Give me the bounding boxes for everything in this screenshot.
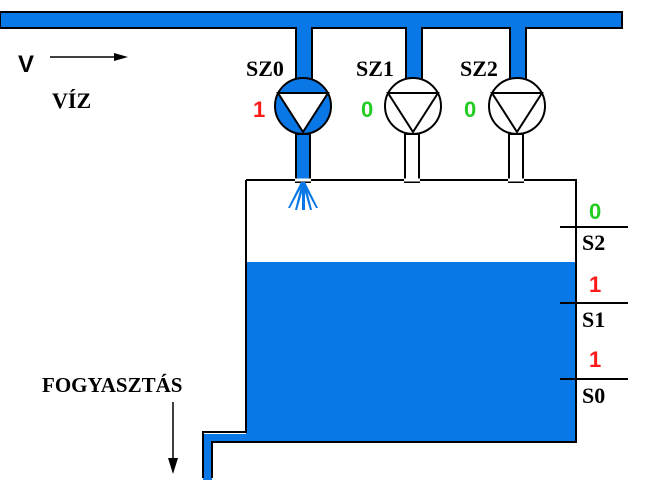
pump-name-sz1: SZ1 — [356, 56, 394, 81]
sensor-state-s2: 0 — [589, 199, 601, 224]
consumption-label: FOGYASZTÁS — [42, 373, 182, 397]
water-spray — [288, 182, 318, 210]
outlet-channel-water — [203, 434, 248, 442]
supply-pipe — [0, 11, 623, 29]
pump-drop-pipes — [295, 26, 527, 81]
sensor-state-s1: 1 — [589, 272, 601, 297]
pump-sz1 — [384, 77, 442, 135]
flow-arrow — [50, 53, 128, 61]
pump-state-sz1: 0 — [361, 97, 373, 122]
sensor-name-s2: S2 — [582, 230, 605, 255]
pump-sz0 — [274, 77, 332, 135]
tank — [202, 178, 577, 480]
pump-name-sz0: SZ0 — [246, 56, 284, 81]
pump-state-sz2: 0 — [464, 97, 476, 122]
tank-outline — [202, 179, 577, 478]
tank-water — [246, 262, 577, 442]
sensor-name-s0: S0 — [582, 383, 605, 408]
pump-sz2 — [488, 77, 546, 135]
pump-outlet-pipes — [295, 133, 524, 183]
pump-name-sz2: SZ2 — [460, 56, 498, 81]
consumption-arrow — [168, 402, 178, 474]
sensor-lines — [560, 226, 628, 380]
pump-state-sz0: 1 — [253, 97, 265, 122]
flow-symbol: V — [18, 51, 34, 78]
sensor-name-s1: S1 — [582, 307, 605, 332]
sensor-state-s0: 1 — [589, 347, 601, 372]
water-label: VÍZ — [52, 88, 91, 113]
outlet-pipe-water — [203, 434, 212, 480]
